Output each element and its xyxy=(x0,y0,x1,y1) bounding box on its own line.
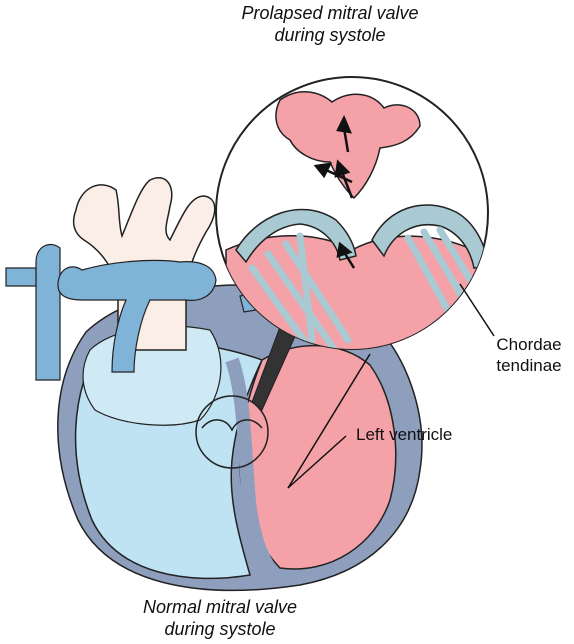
chordae-label-line2: tendinae xyxy=(496,356,561,375)
chordae-label: Chordae tendinae xyxy=(484,334,574,376)
superior-vena-cava xyxy=(36,244,60,380)
left-ventricle-label: Left ventricle xyxy=(356,424,452,445)
left-ventricle-label-text: Left ventricle xyxy=(356,425,452,444)
bottom-caption: Normal mitral valve during systole xyxy=(90,596,350,640)
top-caption-line2: during systole xyxy=(274,25,385,45)
chordae-label-line1: Chordae xyxy=(496,335,561,354)
bottom-caption-line1: Normal mitral valve xyxy=(143,597,297,617)
leader-chordae xyxy=(460,284,494,336)
bottom-caption-line2: during systole xyxy=(164,619,275,639)
top-caption: Prolapsed mitral valve during systole xyxy=(200,2,460,46)
pulmonary-vein-left xyxy=(6,268,36,286)
top-caption-line1: Prolapsed mitral valve xyxy=(241,3,418,23)
